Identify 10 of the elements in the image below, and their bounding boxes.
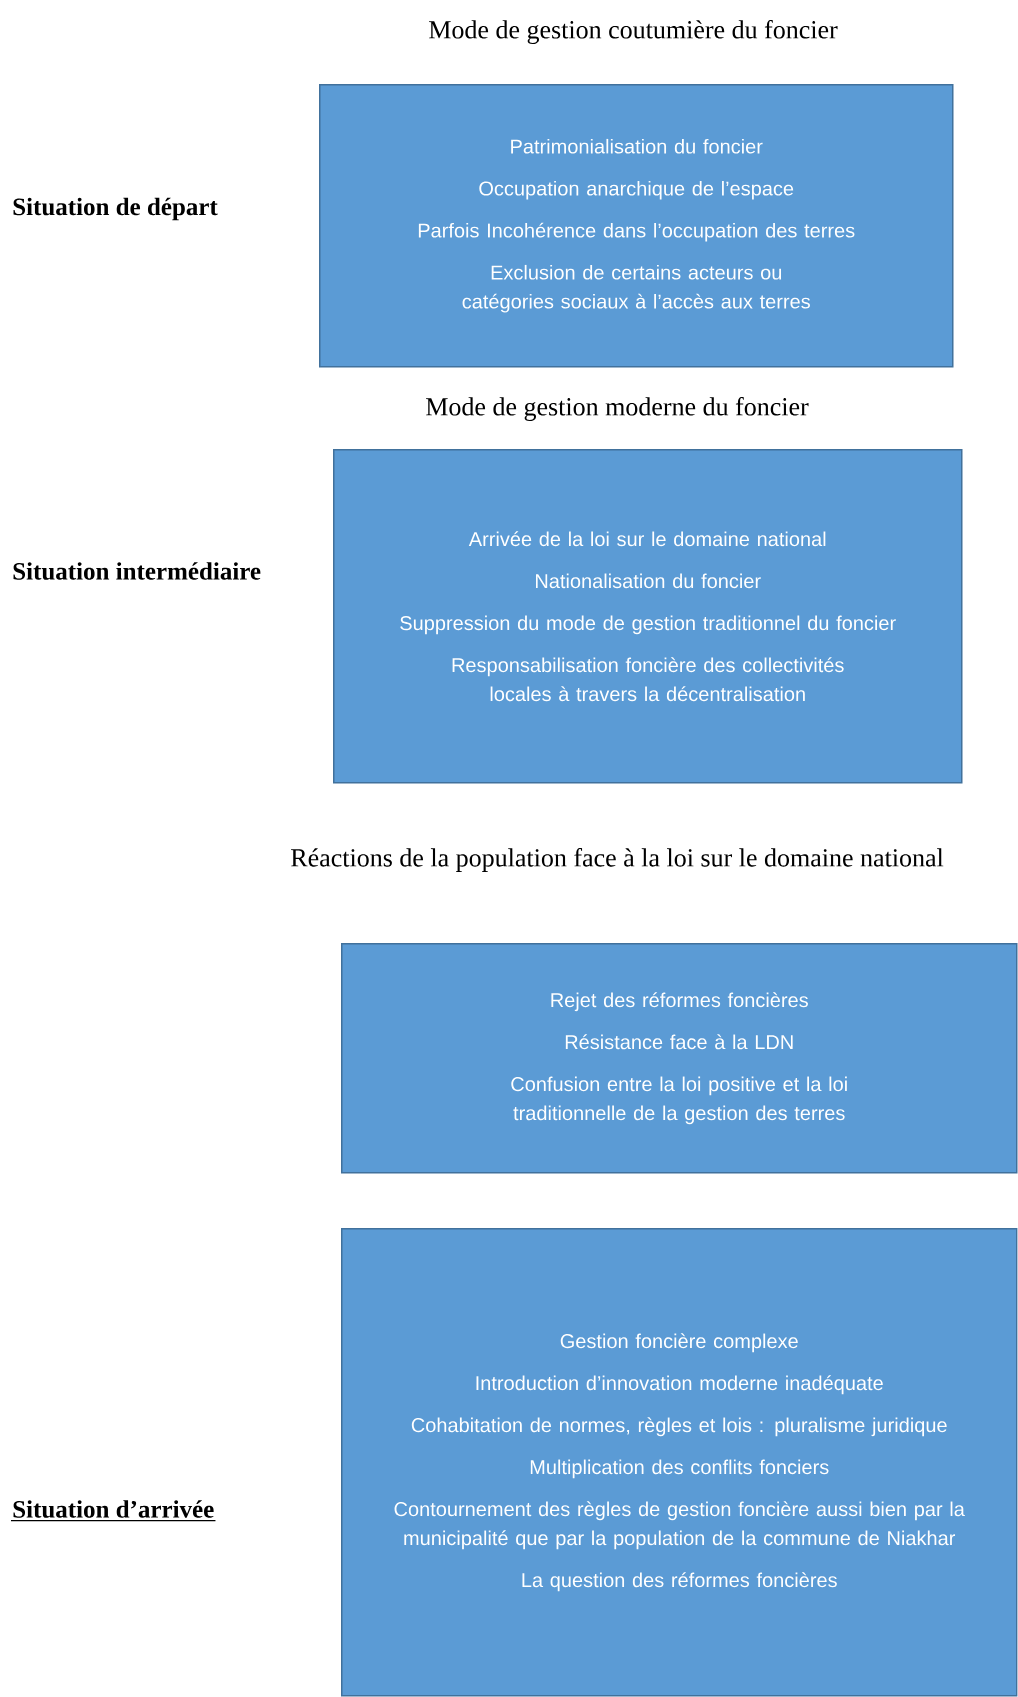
text-box: Arrivée de la loi sur le domaine national Nationalisation du foncier Suppression du mode de gestion traditionnel du foncier Responsabilisation foncière des collectivités locales à travers la décentralisation xyxy=(333,449,963,784)
heading: Réactions de la population face à la loi sur le domaine national xyxy=(291,848,944,872)
heading: Mode de gestion moderne du foncier xyxy=(426,397,809,421)
text-box: Gestion foncière complexe Introduction d’innovation moderne inadéquate Cohabitation de normes, règles et lois : pluralisme juridique Multiplication des conflits fonciers Contournement des règles de gestion foncière aussi bien par la municipalité que par la population de la commune de Niakhar La question des réformes foncières xyxy=(341,1228,1018,1697)
text-box: Patrimonialisation du foncier Occupation anarchique de l’espace Parfois Incohérence dans l’occupation des terres Exclusion de certains acteurs ou catégories sociaux à l’accès aux terres xyxy=(319,84,954,368)
side-label: Situation intermédiaire xyxy=(13,562,261,580)
text-box: Rejet des réformes foncières Résistance face à la LDN Confusion entre la loi positive et la loi traditionnelle de la gestion des terres xyxy=(341,943,1018,1174)
underlined-label: Situation d’arrivée xyxy=(10,1500,217,1522)
side-label: Situation de départ xyxy=(13,197,218,221)
heading: Mode de gestion coutumière du foncier xyxy=(429,20,838,44)
